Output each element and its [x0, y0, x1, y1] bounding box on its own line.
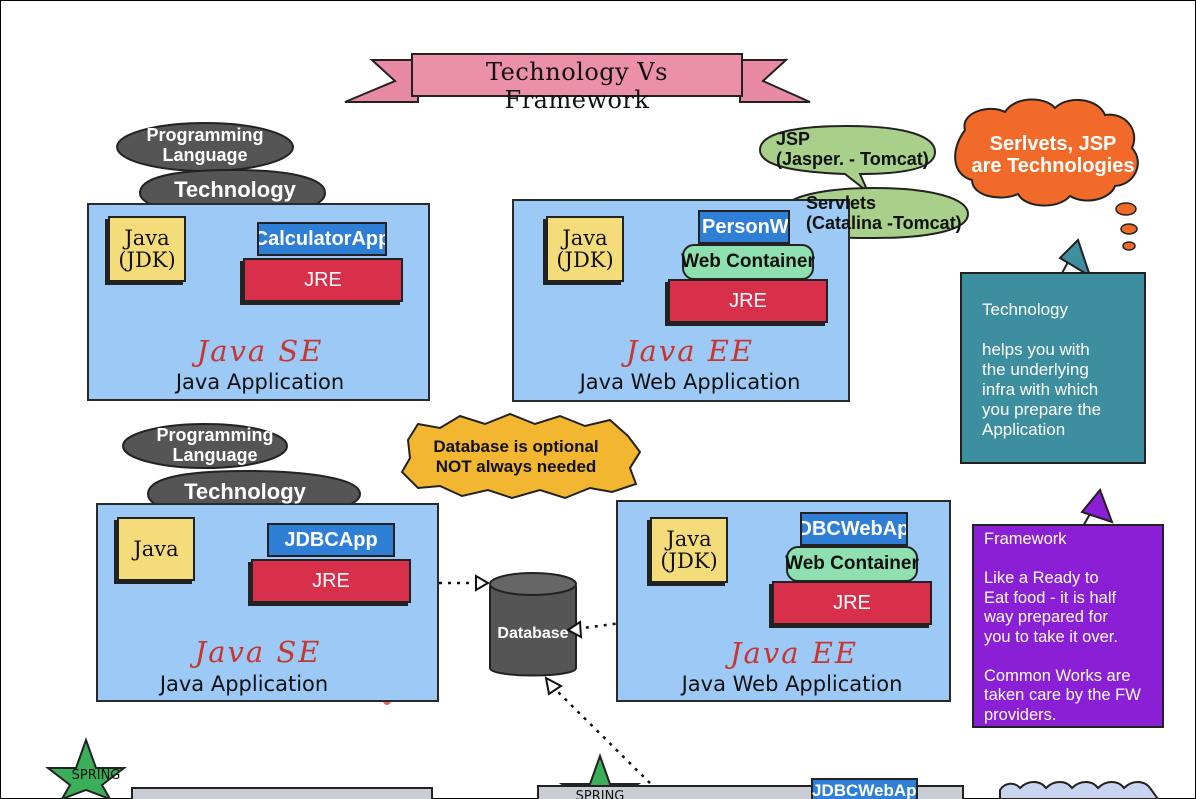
panel-subtitle: Java Application [159, 672, 329, 696]
bubble-jsp-label: JSP (Jasper. - Tomcat) [776, 129, 929, 169]
partial-app-label: JDBCWebApp [812, 781, 917, 799]
jre-box: JRE [251, 559, 411, 603]
panel-subtitle: Java Web Application [681, 672, 903, 696]
java-jdk-box: Java (JDK) [546, 216, 624, 282]
bubble-language-label: Programming Language [146, 125, 264, 165]
banner-ribbon [344, 53, 811, 103]
java-box: Java [117, 517, 195, 581]
app-box-calculator: CalculatorApp [257, 222, 387, 256]
note-framework [972, 524, 1164, 728]
bubble-language-label: Programming Language [156, 425, 274, 465]
jre-box: JRE [772, 581, 932, 625]
bubble-servlets-label: Servlets (Catalina -Tomcat) [806, 193, 962, 233]
web-container-box: Web Container [681, 244, 815, 280]
jre-box: JRE [668, 279, 828, 323]
db-optional-note [400, 412, 642, 500]
database-label: Database [497, 625, 569, 642]
note-technology [960, 272, 1146, 464]
database-cylinder-icon [489, 572, 577, 677]
app-box-jdbc: JDBCApp [267, 523, 395, 557]
spring-label-left: SPRING [71, 768, 121, 783]
db-note-label: Database is optional NOT always needed [433, 437, 599, 476]
app-box-jdbcweb: JDBCWebApp [800, 512, 908, 546]
app-box-personweb: PersonWeb [698, 210, 790, 244]
bubble-technology-label: Technology [174, 177, 296, 202]
spring-label-mid: SPRING [575, 789, 625, 799]
java-jdk-box: Java (JDK) [650, 517, 728, 583]
web-container-box: Web Container [785, 546, 919, 582]
banner-title: Technology Vs Framework [486, 58, 668, 114]
java-jdk-box: Java (JDK) [108, 216, 186, 282]
panel-subtitle: Java Application [175, 370, 345, 394]
cloud-label: Serlvets, JSP are Technologies [971, 133, 1135, 177]
panel-title: Java EE [625, 334, 755, 368]
panel-title: Java SE [194, 635, 322, 669]
panel-title: Java EE [729, 636, 859, 670]
note-framework-text: Framework Like a Ready to Eat food - it … [984, 530, 1141, 724]
note-technology-text: Technology helps you with the underlying… [982, 300, 1102, 439]
panel-title: Java SE [196, 334, 324, 368]
panel-subtitle: Java Web Application [579, 370, 801, 394]
bubble-language-bottom [122, 423, 288, 469]
jre-box: JRE [243, 258, 403, 302]
footer-partials [45, 737, 1160, 799]
cloud-technologies [954, 98, 1139, 251]
bubble-jsp [758, 124, 937, 193]
bubble-technology-label: Technology [184, 479, 306, 504]
